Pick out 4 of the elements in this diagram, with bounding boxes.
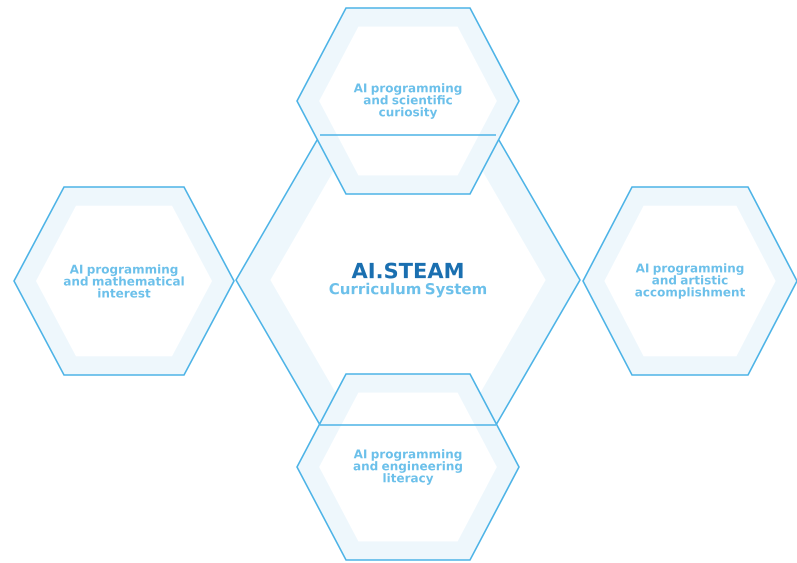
- hexagon: AI programming and scientific curiosity: [296, 7, 520, 195]
- hexagon: AI programming and mathematical interest: [13, 186, 235, 376]
- hexagon: AI programming and artistic accomplishment: [582, 186, 797, 376]
- hexagon: AI programming and engineering literacy: [296, 373, 520, 561]
